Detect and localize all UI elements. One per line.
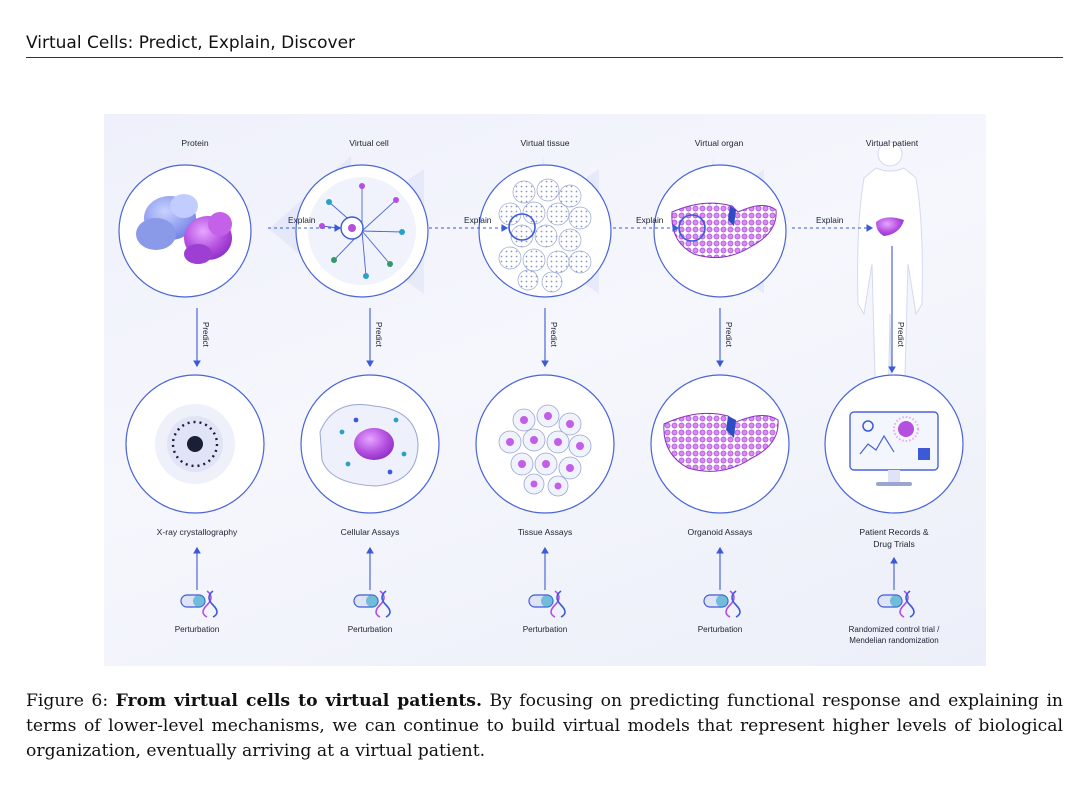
perturb-label-1: Perturbation — [175, 625, 220, 634]
top-human-silhouette — [857, 141, 923, 415]
perturb-arrows — [193, 546, 898, 590]
assay-label-5a: Patient Records & — [859, 527, 929, 537]
bottom-circle-cell — [300, 374, 440, 514]
assay-label-5b: Drug Trials — [873, 539, 915, 549]
explain-label-4: Explain — [816, 215, 844, 225]
title-tissue: Virtual tissue — [520, 138, 569, 148]
predict-label-5: Predict — [896, 322, 905, 348]
predict-label-3: Predict — [549, 322, 558, 348]
perturb-label-5b: Mendelian randomization — [849, 636, 938, 645]
perturb-label-5a: Randomized control trial / — [849, 625, 940, 634]
perturb-label-2: Perturbation — [348, 625, 393, 634]
explain-label-2: Explain — [464, 215, 492, 225]
header-rule — [26, 57, 1063, 58]
figure-caption: Figure 6: From virtual cells to virtual … — [26, 689, 1063, 764]
predict-label-4: Predict — [724, 322, 733, 348]
caption-label: Figure 6: — [26, 691, 109, 711]
assay-label-3: Tissue Assays — [518, 527, 573, 537]
title-organ: Virtual organ — [695, 138, 744, 148]
top-circle-cell — [295, 164, 429, 298]
top-circle-protein — [118, 164, 252, 298]
predict-label-1: Predict — [201, 322, 210, 348]
running-head: Virtual Cells: Predict, Explain, Discove… — [26, 33, 356, 53]
assay-label-4: Organoid Assays — [688, 527, 753, 537]
explain-label-3: Explain — [636, 215, 664, 225]
figure-panel: Explain Explain Explain Explain Protein … — [104, 114, 986, 666]
assay-label-2: Cellular Assays — [341, 527, 400, 537]
caption-title: From virtual cells to virtual patients. — [115, 691, 482, 711]
bottom-circle-organoid — [650, 374, 790, 514]
assay-label-1: X-ray crystallography — [157, 527, 238, 537]
bottom-circle-tissue — [475, 374, 615, 514]
bottom-circle-patient-monitor — [824, 374, 964, 514]
caption-text: By focusing on predicting functional res… — [26, 691, 1064, 761]
bottom-circle-xray — [125, 374, 265, 514]
top-circle-tissue — [478, 164, 612, 298]
explain-label-1: Explain — [288, 215, 316, 225]
title-cell: Virtual cell — [349, 138, 389, 148]
pill-dna-icons — [180, 590, 915, 618]
top-circle-organ — [653, 164, 787, 298]
perturb-label-3: Perturbation — [523, 625, 568, 634]
predict-label-2: Predict — [374, 322, 383, 348]
title-patient: Virtual patient — [866, 138, 919, 148]
predict-arrows — [193, 246, 896, 374]
title-protein: Protein — [181, 138, 208, 148]
perturb-label-4: Perturbation — [698, 625, 743, 634]
